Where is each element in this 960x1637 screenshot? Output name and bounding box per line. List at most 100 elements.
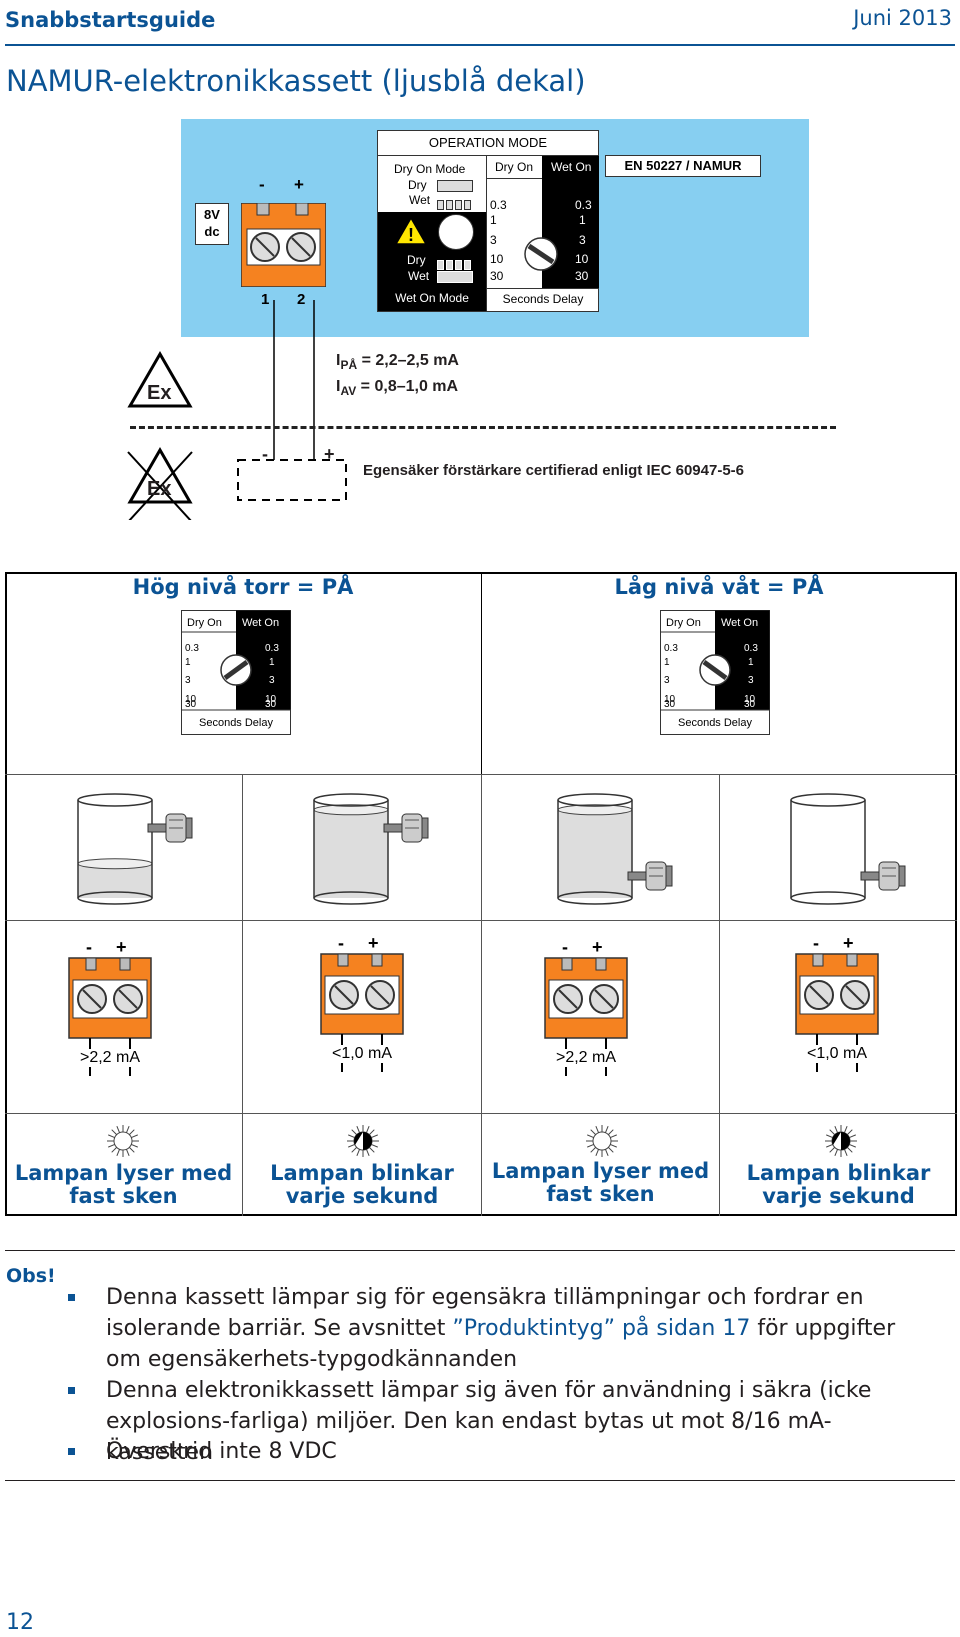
delay-dry-3: 10	[490, 252, 504, 266]
header-title: Snabbstartsguide	[5, 8, 216, 32]
level-switch-icon	[627, 861, 673, 891]
liquid-surface	[77, 858, 153, 870]
standard-label: EN 50227 / NAMUR	[605, 155, 761, 177]
terminal-state-1: - + >2,2 mA	[68, 936, 160, 1080]
current-reading: >2,2 mA	[556, 1049, 616, 1066]
tank-high-dry	[76, 790, 206, 919]
amp-minus: -	[262, 444, 268, 464]
dial-dry-value: 10	[185, 694, 197, 705]
wet-on-mode-label: Wet On Mode	[395, 291, 469, 305]
current-on: IPÅ = 2,2–2,5 mA	[336, 352, 459, 373]
supply-type: dc	[204, 224, 220, 239]
tank-low-dry	[789, 790, 919, 919]
current-reading: >2,2 mA	[80, 1049, 140, 1066]
dial-dry-value: 10	[664, 694, 676, 705]
svg-text:+: +	[368, 933, 379, 953]
svg-text:+: +	[116, 937, 127, 957]
panel-title-low: Låg nivå våt = PÅ	[614, 575, 824, 599]
svg-text:-: -	[562, 937, 568, 957]
dial-dry-value: 1	[664, 657, 670, 668]
delay-dry-2: 3	[490, 233, 497, 247]
delay-section: Dry On Wet On 0.3 1 3 10 30 0.3 1 3 10 3…	[486, 156, 599, 311]
dial-wet-value: 0.3	[744, 643, 758, 654]
warning-icon: !	[394, 216, 428, 246]
delay-dry-1: 1	[490, 213, 497, 227]
delay-wet-3: 10	[575, 252, 589, 266]
operation-mode-panel: OPERATION MODE Dry On Mode Dry Wet ! Dry…	[377, 130, 599, 312]
dial-dry-value: 3	[185, 675, 191, 686]
supply-voltage: 8V	[204, 207, 220, 222]
mode-switch	[438, 214, 474, 250]
dial-wet-value: 3	[748, 675, 754, 686]
level-switch-icon	[383, 813, 429, 843]
supply-box: 8V dc	[195, 203, 229, 245]
namur-decal: 8V dc - + 1 2 OPERATION MODE Dry On Mode…	[181, 119, 809, 337]
dial-dry-value: 30	[185, 699, 197, 710]
decal-minus: -	[259, 175, 265, 194]
lamp-steady-icon	[585, 1124, 619, 1162]
svg-text:+: +	[843, 933, 854, 953]
dry-label-bottom: Dry	[407, 253, 426, 267]
dial-wet-value: 10	[744, 694, 756, 705]
dial-dry-on: Dry On	[187, 617, 222, 629]
terminal-state-4: -+<1,0 mA	[795, 932, 887, 1076]
delay-dial-icon	[523, 236, 559, 272]
wiring-diagram	[127, 300, 347, 520]
dial-seconds-delay: Seconds Delay	[199, 717, 273, 729]
decal-plus: +	[294, 175, 304, 194]
note-link[interactable]: ”Produktintyg” på sidan 17	[452, 1316, 751, 1341]
ex-label-crossed: Ex	[147, 478, 172, 500]
dial-wet-value: 0.3	[265, 643, 279, 654]
ex-label-safe: Ex	[147, 382, 172, 404]
svg-text:-: -	[338, 933, 344, 953]
dial-wet-on: Wet On	[721, 617, 758, 629]
decal-terminal-block	[240, 202, 327, 288]
header-rule	[5, 44, 955, 46]
dial-dry-value: 30	[664, 699, 676, 710]
dial-dry-on: Dry On	[666, 617, 701, 629]
panel-title-high: Hög nivå torr = PÅ	[132, 575, 354, 599]
dry-on-mode-label: Dry On Mode	[394, 162, 466, 176]
dial-dry-value: 1	[185, 657, 191, 668]
terminal-number-1: 1	[261, 291, 270, 308]
ex-boundary-line	[130, 426, 836, 429]
dial-dry-value: 0.3	[185, 643, 199, 654]
bullet-icon	[68, 1448, 75, 1455]
dry-led-segmented	[437, 255, 471, 270]
delay-wet-2: 3	[579, 233, 586, 247]
dial-wet-value: 1	[269, 657, 275, 668]
delay-dry-4: 30	[490, 269, 504, 283]
note-label: Obs!	[6, 1265, 56, 1287]
terminal-number-2: 2	[297, 291, 306, 308]
delay-wet-0: 0.3	[575, 198, 592, 212]
terminal-state-3: - + >2,2 mA	[544, 936, 636, 1080]
header-date: Juni 2013	[853, 6, 952, 30]
svg-text:-: -	[86, 937, 92, 957]
current-off: IAV = 0,8–1,0 mA	[336, 378, 459, 399]
delay-dry-on-label: Dry On	[495, 160, 534, 174]
dry-label-top: Dry	[408, 178, 427, 192]
lamp-steady-icon	[106, 1124, 140, 1162]
current-reading: <1,0 mA	[332, 1045, 392, 1062]
svg-text:+: +	[592, 937, 603, 957]
note-bullet-1: Denna kassett lämpar sig för egensäkra t…	[106, 1285, 896, 1372]
note-bullet-2: Denna elektronikkassett lämpar sig även …	[106, 1378, 872, 1465]
dial-wet-value: 30	[265, 699, 277, 710]
note-bullet-3: Överskrid inte 8 VDC	[106, 1439, 337, 1464]
terminal-state-2: - + <1,0 mA	[320, 932, 412, 1076]
delay-wet-4: 30	[575, 269, 589, 283]
lamp-blink-icon	[824, 1124, 858, 1162]
delay-wet-1: 1	[579, 213, 586, 227]
amplifier-text: Egensäker förstärkare certifierad enligt…	[363, 462, 745, 479]
amp-plus: +	[324, 444, 335, 464]
level-switch-icon	[860, 861, 906, 891]
mode-section: Dry On Mode Dry Wet ! Dry Wet Wet On Mod…	[378, 156, 486, 311]
delay-wet-on-label: Wet On	[551, 160, 592, 174]
dial-wet-value: 10	[265, 694, 277, 705]
wet-label-top: Wet	[409, 193, 431, 207]
